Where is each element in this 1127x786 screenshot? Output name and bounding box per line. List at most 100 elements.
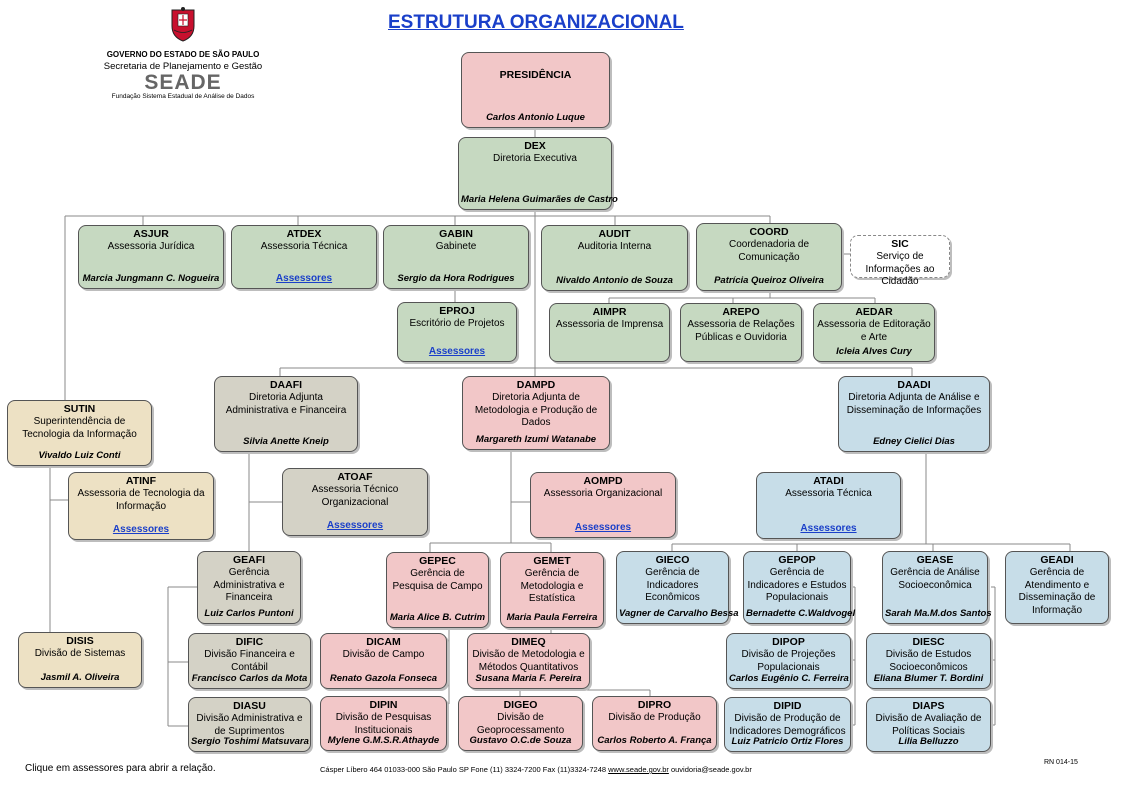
unit-code: GEADI	[1040, 554, 1074, 566]
unit-code: GEASE	[916, 554, 954, 566]
unit-code: DAAFI	[269, 379, 303, 391]
unit-code: DIPRO	[637, 699, 672, 711]
unit-person: Gustavo O.C.de Souza	[469, 735, 572, 747]
unit-name: Auditoria Interna	[577, 241, 652, 253]
unit-person: Icleia Alves Cury	[836, 346, 912, 358]
seade-logo: GOVERNO DO ESTADO DE SÃO PAULO Secretari…	[92, 6, 274, 100]
unit-person: Margareth Izumi Watanabe	[475, 434, 597, 446]
assessores-link[interactable]: Assessores	[112, 523, 170, 535]
unit-person: Maria Paula Ferreira	[506, 612, 598, 624]
unit-name: Gabinete	[435, 241, 477, 253]
unit-person: Carlos Roberto A. França	[597, 735, 712, 747]
unit-person: Bernadette C.Waldvogel	[746, 608, 856, 620]
unit-name: Divisão de Avaliação de Políticas Sociai…	[875, 713, 982, 737]
unit-person: Marcia Jungmann C. Nogueira	[82, 273, 220, 285]
unit-name: Divisão de Produção de Indicadores Demog…	[729, 713, 846, 737]
unit-name: Divisão de Produção	[608, 712, 701, 724]
unit-code: ATINF	[125, 475, 157, 487]
unit-name: Divisão de Metodologia e Métodos Quantit…	[472, 649, 585, 673]
page-title: ESTRUTURA ORGANIZACIONAL	[388, 12, 684, 33]
footer-email: ouvidoria@seade.gov.br	[670, 765, 752, 774]
unit-name: Diretoria Adjunta de Análise e Dissemina…	[846, 392, 982, 416]
unit-code: SUTIN	[63, 403, 96, 415]
logo-seade: SEADE	[144, 71, 222, 94]
unit-name: Serviço de Informações ao Cidadão	[865, 251, 935, 288]
unit-name: Assessoria Técnica	[785, 488, 872, 500]
unit-name: Divisão de Estudos Socioeconômicos	[885, 649, 972, 673]
unit-code: GEAFI	[232, 554, 266, 566]
unit-name: Assessoria de Tecnologia da Informação	[77, 488, 205, 512]
unit-name: Assessoria Técnica	[260, 241, 348, 253]
unit-name: Divisão de Sistemas	[34, 648, 126, 660]
unit-code: DIASU	[233, 700, 266, 712]
unit-code: GIECO	[655, 554, 690, 566]
unit-person: Eliana Blumer T. Bordini	[873, 673, 984, 685]
footer-ref: RN 014-15	[1044, 759, 1078, 766]
unit-code: DICAM	[366, 636, 401, 648]
unit-person: Susana Maria F. Pereira	[475, 673, 582, 685]
unit-person: Vivaldo Luiz Conti	[38, 450, 121, 462]
unit-name: Divisão Financeira e Contábil	[204, 649, 295, 673]
unit-code: AUDIT	[598, 228, 631, 240]
unit-code: ATDEX	[286, 228, 322, 240]
unit-code: DIAPS	[912, 700, 945, 712]
unit-person: Maria Alice B. Cutrim	[389, 612, 486, 624]
assessores-link[interactable]: Assessores	[428, 345, 486, 357]
unit-code: AEDAR	[855, 306, 893, 318]
footer-site-link[interactable]: www.seade.gov.br	[608, 765, 669, 774]
unit-name: Coordenadoria de Comunicação	[728, 239, 810, 263]
unit-name: Assessoria Jurídica	[107, 241, 195, 253]
unit-code: DIPIN	[369, 699, 398, 711]
unit-code: DISIS	[66, 635, 94, 647]
unit-name: Escritório de Projetos	[409, 318, 505, 330]
assessores-link[interactable]: Assessores	[275, 272, 333, 284]
unit-code: AOMPD	[583, 475, 623, 487]
unit-code: SIC	[891, 238, 909, 250]
unit-name: Diretoria Adjunta de Metodologia e Produ…	[474, 392, 598, 429]
unit-name: Divisão de Projeções Populacionais	[741, 649, 836, 673]
unit-person: Sergio Toshimi Matsuvara	[191, 736, 309, 748]
unit-name: Assessoria de Relações Públicas e Ouvido…	[687, 319, 795, 343]
unit-code: DAMPD	[516, 379, 556, 391]
unit-person: Carlos Antonio Luque	[486, 112, 585, 124]
unit-name: Diretoria Executiva	[493, 153, 577, 165]
unit-name: Divisão de Geoprocessamento	[476, 712, 565, 736]
unit-name: Gerência de Metodologia e Estatística	[520, 568, 584, 605]
assessores-link[interactable]: Assessores	[326, 519, 384, 531]
unit-name: Assessoria Organizacional	[543, 488, 663, 500]
logo-fundacao: Fundação Sistema Estadual de Análise de …	[111, 93, 255, 100]
unit-person: Renato Gazola Fonseca	[329, 673, 438, 685]
logo-secretaria: Secretaria de Planejamento e Gestão	[103, 61, 263, 72]
assessores-link[interactable]: Assessores	[800, 522, 857, 534]
unit-name: Gerência de Análise Socioeconômica	[890, 567, 980, 591]
unit-name: Gerência de Indicadores e Estudos Popula…	[747, 567, 847, 604]
assessores-link[interactable]: Assessores	[574, 521, 632, 533]
crest-icon	[171, 7, 195, 42]
footer-note: Clique em assessores para abrir a relaçã…	[25, 763, 216, 774]
unit-code: GEPOP	[778, 554, 816, 566]
